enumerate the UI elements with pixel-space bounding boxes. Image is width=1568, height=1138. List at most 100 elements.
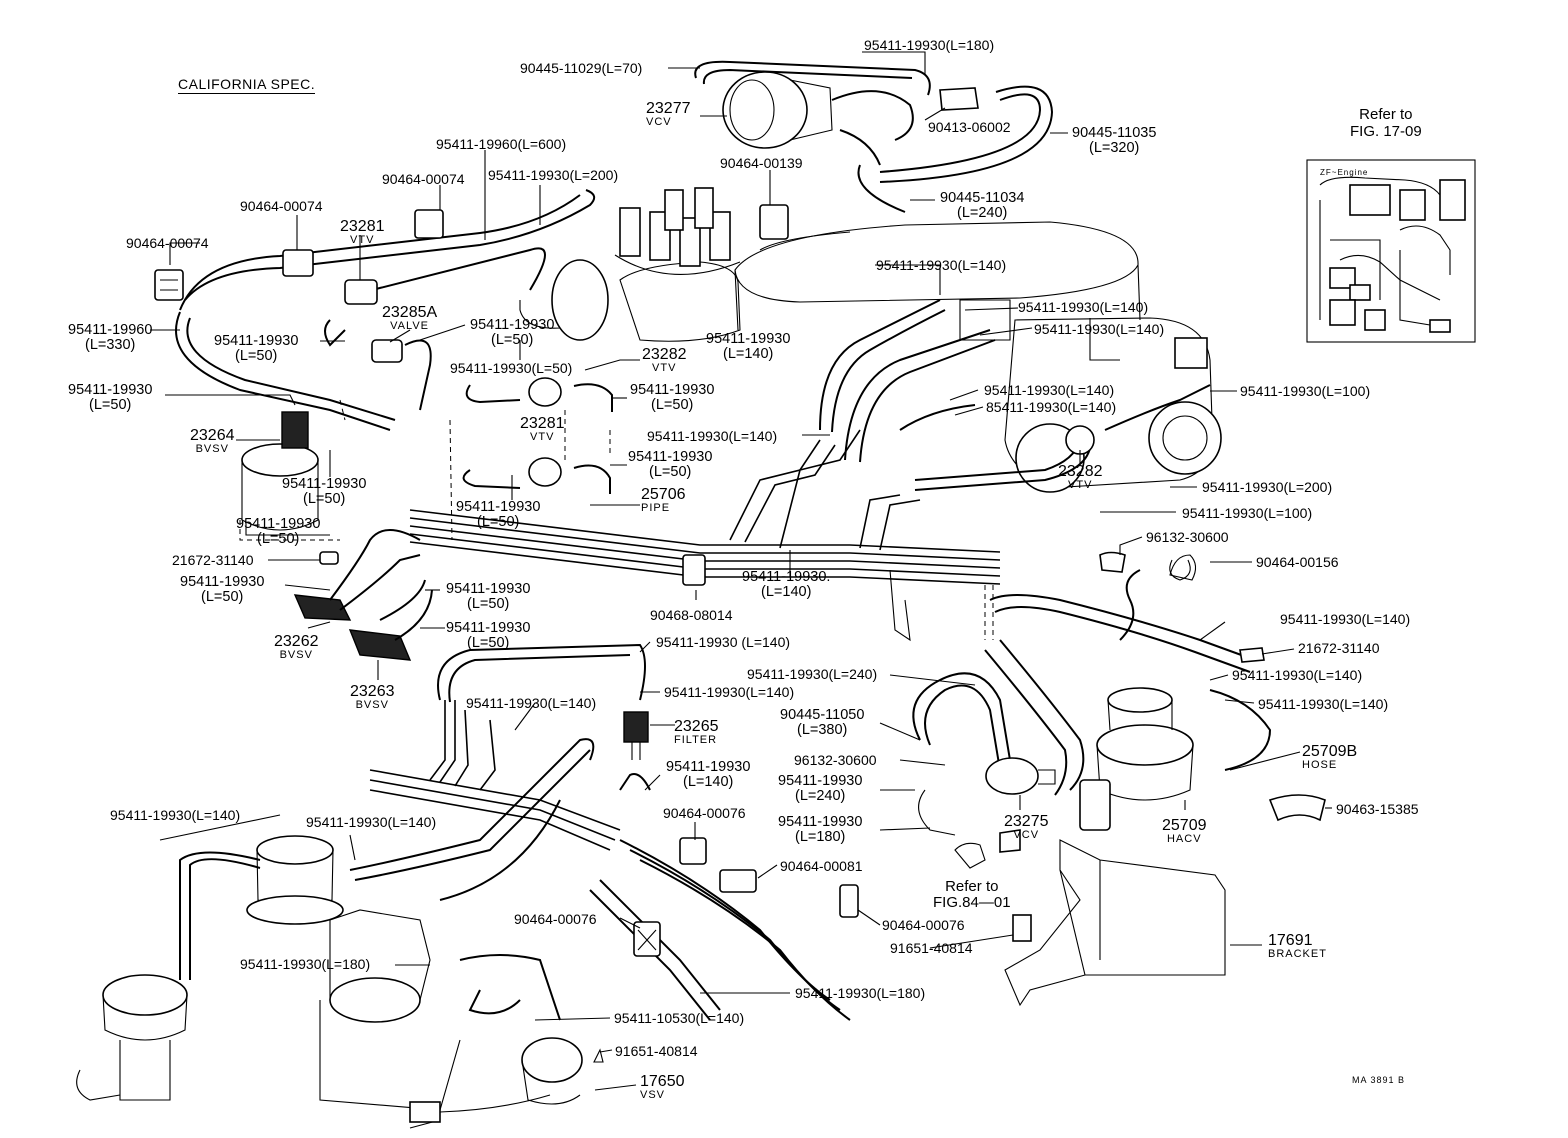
callout-90445-11034: 90445-11034 (L=240) (940, 191, 1024, 221)
callout-95411-19930-l100-b: 95411-19930(L=100) (1182, 505, 1313, 521)
callout-95411-10530: 95411-10530(L=140) (614, 1010, 745, 1026)
callout-l50-i-num: 95411-19930 (236, 516, 321, 532)
callout-90463-15385: 90463-15385 (1336, 801, 1419, 817)
callout-23281-mid-sub: VTV (530, 431, 555, 443)
callout-25706-num: 25706 (641, 486, 686, 503)
callout-95411-19930-l140-c: 95411-19930(L=140) (1034, 321, 1165, 337)
inset-refer-line1: Refer to (1359, 106, 1413, 123)
inset-caption: ZF~Engine (1320, 168, 1369, 177)
callout-17691-num: 17691 (1268, 932, 1313, 949)
callout-23277-num: 23277 (646, 100, 691, 117)
callout-90464-00156: 90464-00156 (1256, 554, 1339, 570)
callout-90445-11050-num: 90445-11050 (780, 707, 865, 723)
callout-l140-m-sub: (L=140) (683, 774, 734, 790)
callout-l50-l-sub: (L=50) (467, 635, 510, 651)
callout-23265-sub: FILTER (674, 734, 718, 746)
callout-l180-a-sub: (L=180) (795, 829, 846, 845)
callout-95411-19930-l180-b: 95411-19930(L=180) (240, 956, 371, 972)
callout-23282-mid: 23282 VTV (642, 346, 687, 374)
callout-91651-40814-a: 91651-40814 (890, 940, 973, 956)
callout-l50-e-sub: (L=50) (649, 464, 692, 480)
callout-l180-a-num: 95411-19930 (778, 814, 863, 830)
callout-25709b-hose: 25709B HOSE (1302, 743, 1357, 771)
inset-refer-line2: FIG. 17-09 (1350, 123, 1422, 140)
callout-95411-19930-l140-j: 95411-19930(L=140) (664, 684, 795, 700)
callout-95411-19930-l140-mid: 95411-19930 (L=140) (706, 332, 790, 362)
callout-23285a-valve: 23285A VALVE (382, 304, 437, 332)
callout-23282-mid-sub: VTV (652, 362, 677, 374)
callout-23277-sub: VCV (646, 116, 672, 128)
callout-25709b-sub: HOSE (1302, 759, 1338, 771)
distributor (614, 187, 741, 275)
callout-90445-11034-num: 90445-11034 (940, 190, 1025, 206)
callout-95411-19930-l50-i: 95411-19930 (L=50) (236, 517, 320, 547)
callout-l140-mid-sub: (L=140) (723, 346, 774, 362)
callout-23275-sub: VCV (1013, 829, 1040, 841)
callout-21672-31140-b: 21672-31140 (1298, 640, 1380, 656)
inset-figure (1306, 159, 1476, 343)
callout-95411-19930-l50-k: 95411-19930 (L=50) (446, 582, 530, 612)
callout-23263-num: 23263 (350, 683, 395, 700)
callout-l50-g-num: 95411-19930 (456, 499, 541, 515)
callout-95411-19960-l330: 95411-19960 (L=330) (68, 323, 152, 353)
callout-23282-right-num: 23282 (1058, 463, 1103, 480)
callout-90464-00076-c: 90464-00076 (514, 911, 597, 927)
callout-95411-19930-l200-b: 95411-19930(L=200) (1202, 479, 1333, 495)
callout-l50-b-sub: (L=50) (491, 332, 534, 348)
callout-90445-11035: 90445-11035 (L=320) (1072, 126, 1156, 156)
callout-95411-19930-l50-j: 95411-19930 (L=50) (180, 575, 264, 605)
callout-l50-b-num: 95411-19930 (470, 317, 555, 333)
callout-95411-19960-sub: (L=330) (85, 337, 136, 353)
callout-95411-19930-l50-g: 95411-19930 (L=50) (456, 500, 540, 530)
callout-l50-c-sub: (L=50) (89, 397, 132, 413)
bracket-17691 (1004, 779, 1226, 1007)
callout-95411-19930-l50-b: 95411-19930 (L=50) (470, 318, 554, 348)
callout-90464-00074-c: 90464-00074 (126, 235, 209, 251)
callout-23281-top-sub: VTV (350, 234, 375, 246)
callout-l50-g-sub: (L=50) (477, 514, 520, 530)
inset-refer-label: Refer to FIG. 17-09 (1350, 106, 1422, 140)
callout-95411-19930-l50-f: 95411-19930 (L=50) (282, 477, 366, 507)
callout-23275-num: 23275 (1004, 813, 1049, 830)
callout-95411-19930-l180-top: 95411-19930(L=180) (864, 37, 995, 53)
callout-90464-00081: 90464-00081 (780, 858, 863, 874)
callout-95411-19930-l180-c: 95411-19930(L=180) (795, 985, 926, 1001)
callout-21672-31140-a: 21672-31140 (172, 552, 254, 568)
callout-l240-b-num: 95411-19930 (778, 773, 863, 789)
callout-95411-19930-l140-a: 95411-19930(L=140) (876, 257, 1007, 273)
leader-lines (150, 51, 1332, 1091)
callout-17650-vsv: 17650 VSV (640, 1073, 685, 1101)
callout-l50-i-sub: (L=50) (257, 531, 300, 547)
callout-85411-19930-l140: 85411-19930(L=140) (986, 399, 1117, 415)
pipe-25706 (409, 429, 1001, 642)
callout-25709-sub: HACV (1166, 833, 1202, 845)
callout-17691-bracket: 17691 BRACKET (1268, 932, 1327, 960)
callout-90464-00074-b: 90464-00074 (240, 198, 323, 214)
callout-l50-a-sub: (L=50) (235, 348, 278, 364)
callout-23281-mid: 23281 VTV (520, 415, 565, 443)
callout-l50-d-sub: (L=50) (651, 397, 694, 413)
callout-95411-19930-l50-d: 95411-19930 (L=50) (630, 383, 714, 413)
callout-95411-19930-l140-e: 95411-19930(L=140) (647, 428, 778, 444)
callout-95411-19930-l240-b: 95411-19930 (L=240) (778, 774, 862, 804)
callout-95411-19930-l140-b: 95411-19930(L=140) (1018, 299, 1149, 315)
callout-23282-right-sub: VTV (1068, 479, 1093, 491)
fig-ref-line1: Refer to (945, 878, 999, 895)
callout-l50-f-num: 95411-19930 (282, 476, 367, 492)
fig-ref-label: Refer to FIG.84—01 (933, 879, 1011, 911)
lower-left-parts (76, 643, 651, 1111)
callout-90464-00139: 90464-00139 (720, 155, 803, 171)
callout-95411-19930-l140-n: 95411-19930(L=140) (110, 807, 241, 823)
callout-23265-num: 23265 (674, 718, 719, 735)
callout-l50-j-num: 95411-19930 (180, 574, 265, 590)
diagram-title: CALIFORNIA SPEC. (178, 76, 316, 94)
upper-left-hoses (175, 189, 613, 494)
callout-25706-pipe: 25706 PIPE (641, 486, 686, 514)
callout-90445-11034-sub: (L=240) (957, 205, 1008, 221)
callout-95411-19930-l200: 95411-19930(L=200) (488, 167, 619, 183)
callout-l140-m-num: 95411-19930 (666, 759, 751, 775)
callout-90468-08014: 90468-08014 (650, 607, 733, 623)
clips (154, 204, 1197, 957)
callout-l240-b-sub: (L=240) (795, 788, 846, 804)
